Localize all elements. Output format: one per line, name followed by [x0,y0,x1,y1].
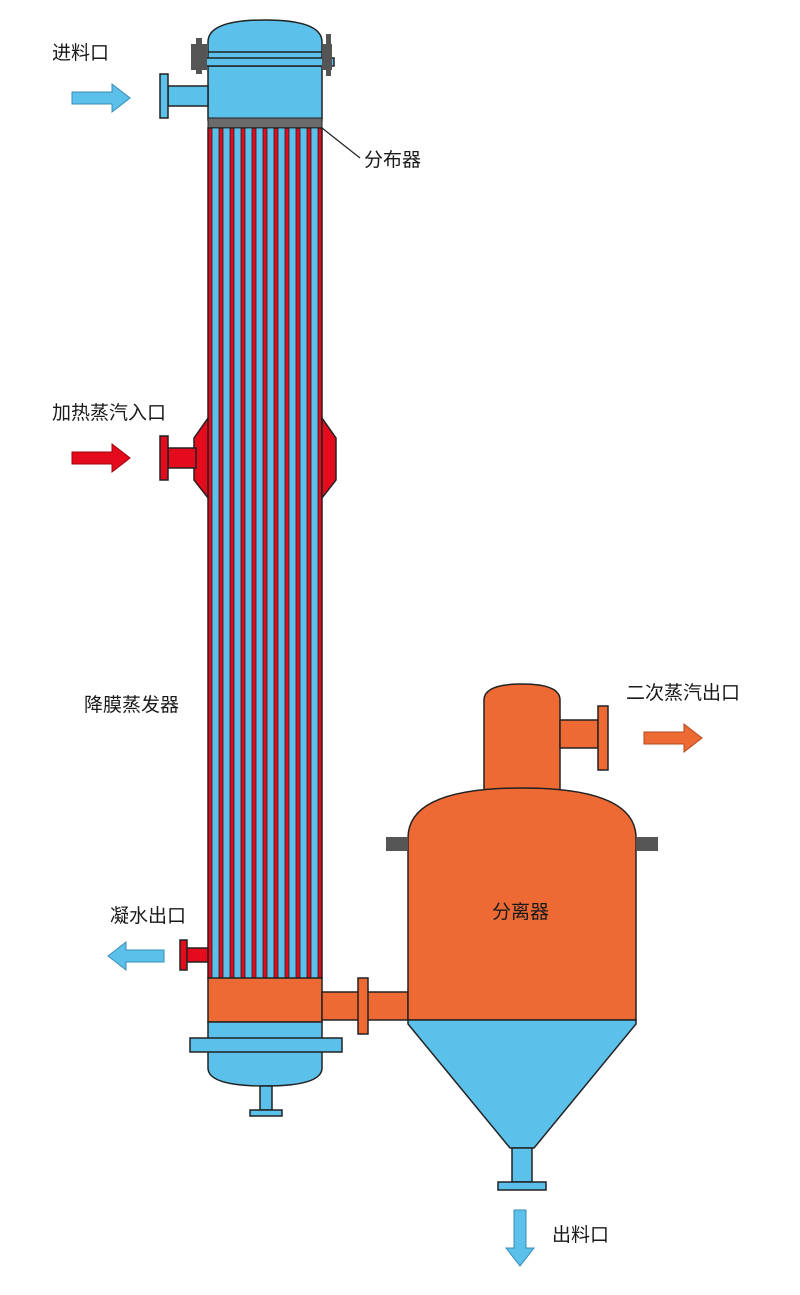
evaporator-column [189,19,343,1117]
distributor-leader-line [321,127,361,159]
distributor-label: 分布器 [364,149,421,171]
feed-inlet-label: 进料口 [52,42,109,64]
heat-tube [310,127,319,979]
product-outlet-label: 出料口 [552,1224,609,1246]
condensate-outlet-label: 凝水出口 [110,905,186,927]
feed-inlet-nozzle [159,73,209,119]
heat-tube [266,127,275,979]
heat-tube [222,127,231,979]
separator-vessel [386,683,658,1191]
condensate-outlet-arrow [107,940,165,972]
product-outlet-arrow [504,1209,536,1267]
feed-inlet-arrow [71,82,131,114]
evaporator-bottom-chamber [207,977,323,1023]
steam-jacket [193,415,209,501]
bottom-drain-pipe [259,1085,273,1111]
evaporator-bottom-head [207,1021,323,1087]
bottom-flange [189,1037,343,1053]
product-outlet-pipe [511,1147,533,1183]
steam-inlet-label: 加热蒸汽入口 [52,402,166,424]
secondary-steam-outlet-label: 二次蒸汽出口 [626,682,740,704]
heat-tube [211,127,220,979]
top-flange-ring [195,57,335,67]
separator-label: 分离器 [492,901,549,923]
heat-tube [288,127,297,979]
evaporator-label: 降膜蒸发器 [84,694,179,716]
heat-tube [255,127,264,979]
separator-lug-left [386,837,408,851]
heat-tube [277,127,286,979]
steam-inlet-nozzle [159,435,197,481]
separator-vapor-chimney [483,683,561,791]
steam-inlet-arrow [71,442,131,474]
secondary-steam-outlet-arrow [643,722,703,754]
separator-body [407,787,637,1021]
heat-tube [299,127,308,979]
heat-tube [233,127,242,979]
heat-tube [244,127,253,979]
evaporator-top-head [207,19,323,121]
distributor-plate [207,117,323,129]
separator-cone [407,1019,637,1149]
separator-lug-right [636,837,658,851]
connecting-pipe [321,977,409,1035]
condensate-outlet-nozzle [179,939,209,971]
secondary-steam-nozzle [559,719,599,749]
